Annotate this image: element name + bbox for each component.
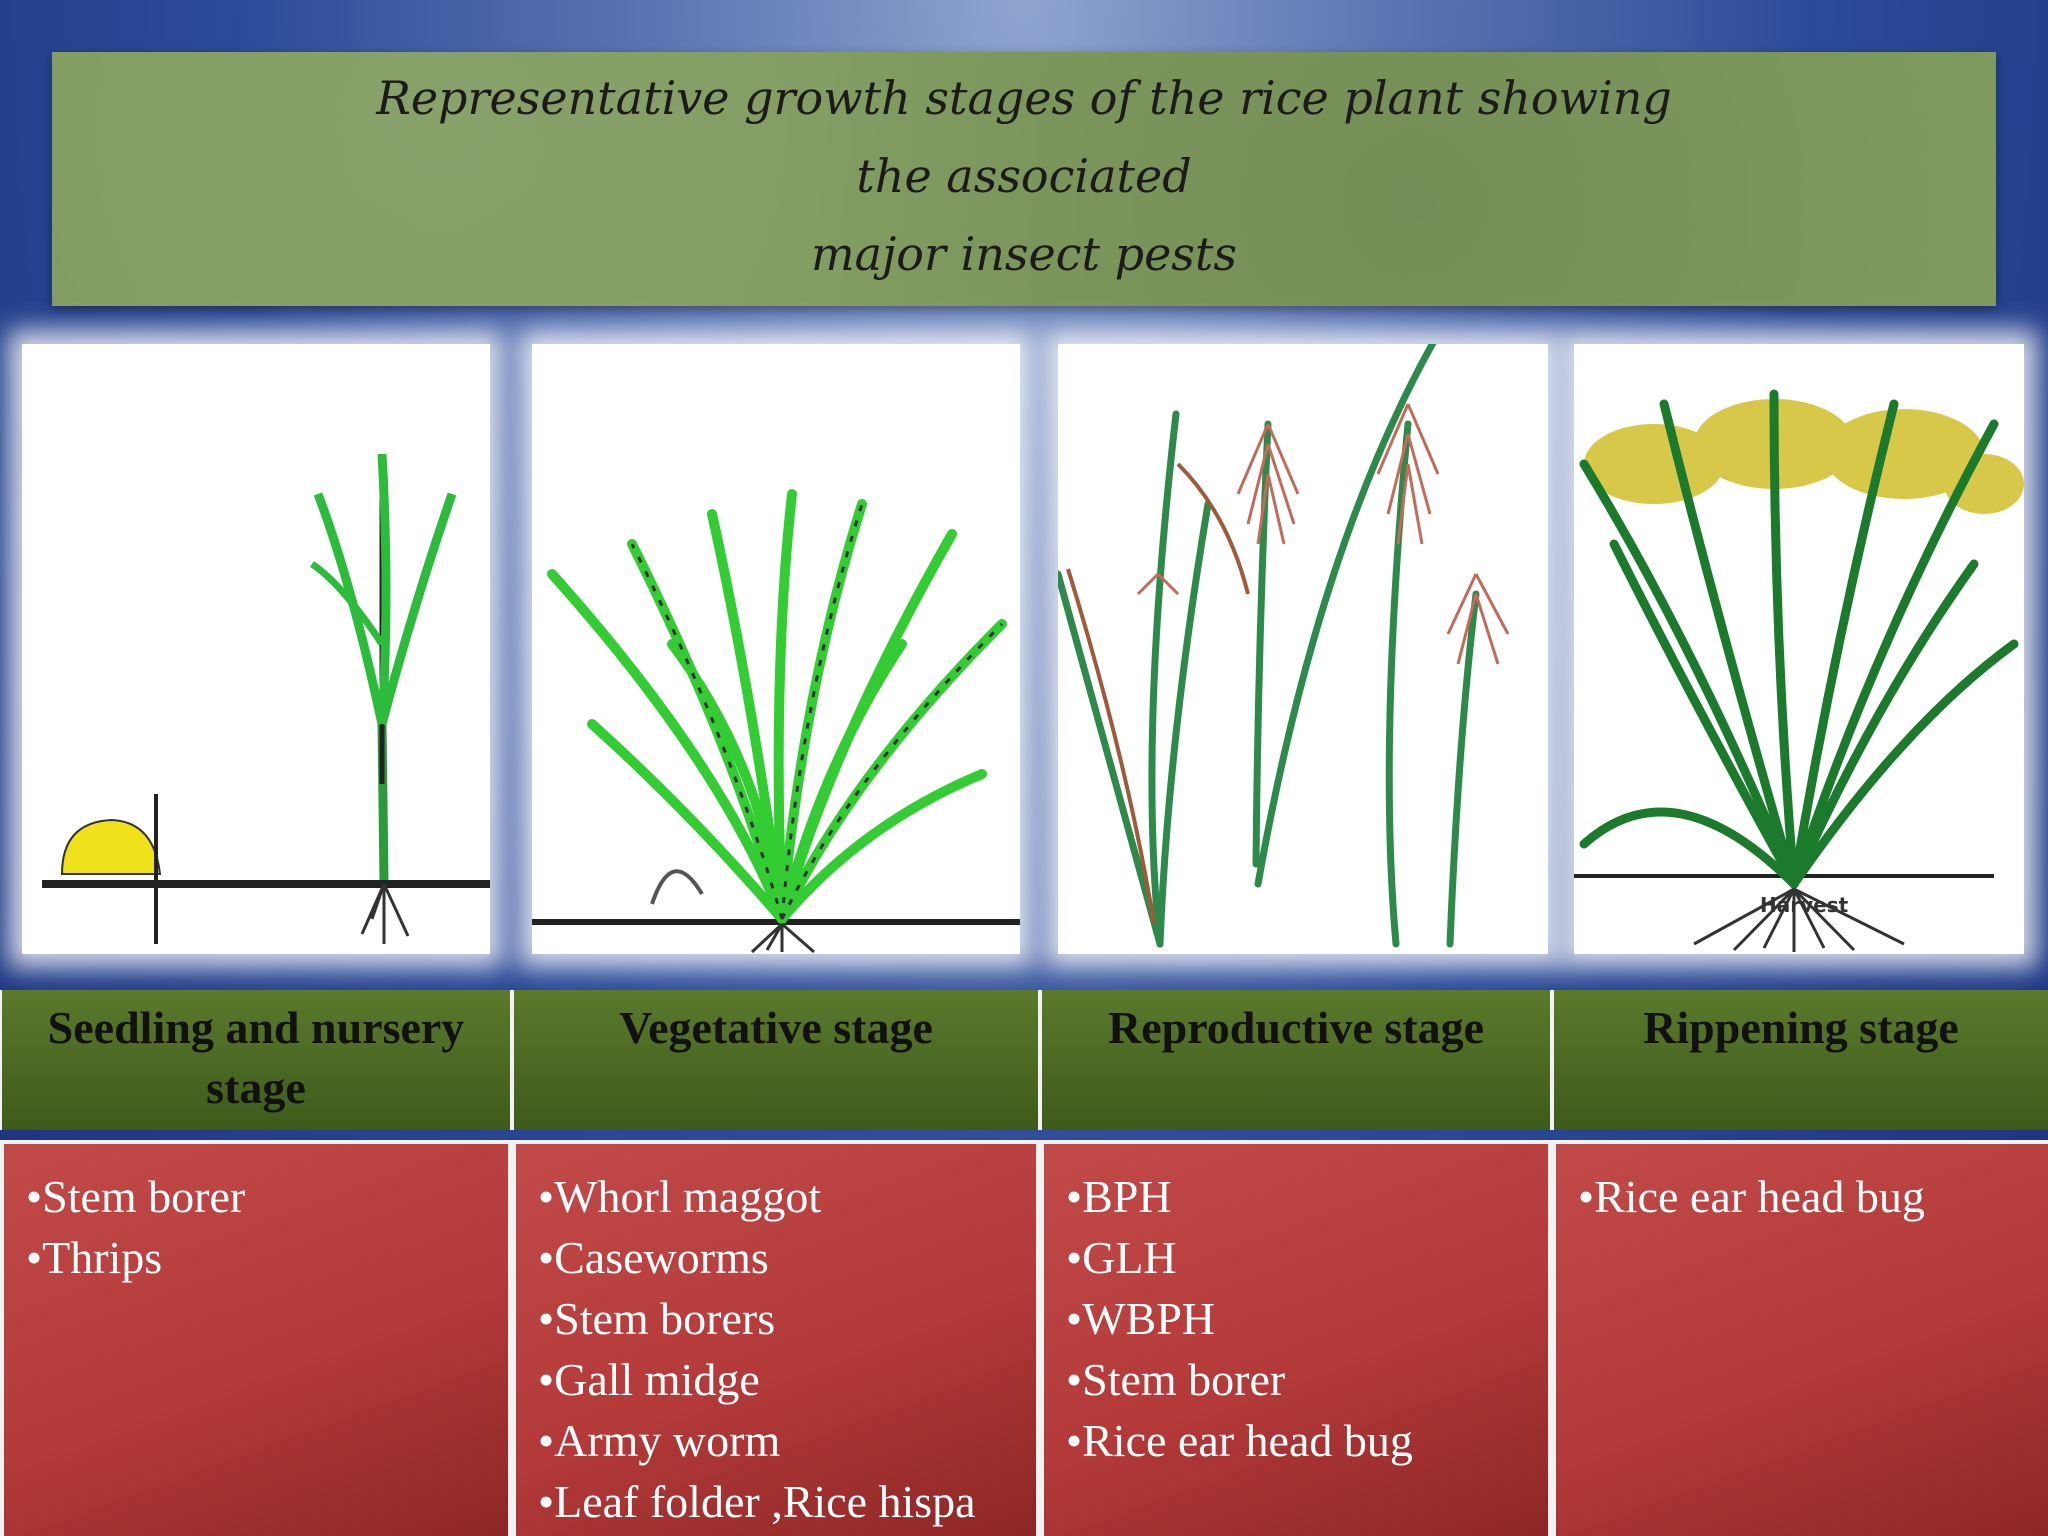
stage-header-vegetative: Vegetative stage [514, 990, 1038, 1130]
pest-item: GLH [1066, 1227, 1548, 1288]
harvest-label: Harvest [1760, 893, 1849, 917]
slide-title-line-1: Representative growth stages of the rice… [376, 71, 1672, 203]
pest-item: Stem borer [26, 1166, 508, 1227]
seedling-plant-drawing [42, 453, 490, 944]
pest-item: Thrips [26, 1227, 508, 1288]
pest-item: WBPH [1066, 1288, 1548, 1349]
stage-header-ripening: Rippening stage [1554, 990, 2048, 1130]
ripening-illustration: Harvest [1574, 344, 2024, 954]
pest-list-ripening: Rice ear head bug [1556, 1144, 2048, 1536]
stage-header-reproductive: Reproductive stage [1042, 990, 1550, 1130]
pest-list-seedling: Stem borer Thrips [4, 1144, 508, 1536]
title-banner: Representative growth stages of the rice… [52, 52, 1996, 306]
pest-list-vegetative: Whorl maggot Caseworms Stem borers Gall … [516, 1144, 1036, 1536]
vegetative-plant-drawing [532, 489, 1020, 954]
pest-item: Gall midge [538, 1349, 1036, 1410]
slide-title: Representative growth stages of the rice… [344, 59, 1704, 293]
reproductive-plant-drawing [1058, 344, 1510, 948]
ripening-plant-drawing: Harvest [1574, 389, 2024, 952]
pest-item: Rice ear head bug [1066, 1410, 1548, 1471]
pest-list-reproductive: BPH GLH WBPH Stem borer Rice ear head bu… [1044, 1144, 1548, 1536]
stage-header-row: Seedling and nursery stage Vegetative st… [0, 990, 2048, 1130]
pest-item: BPH [1066, 1166, 1548, 1227]
seedling-illustration [22, 344, 490, 954]
pest-item: Leaf folder ,Rice hispa [538, 1471, 1036, 1532]
pest-item: Rice ear head bug [1578, 1166, 2048, 1227]
pest-item: Army worm [538, 1410, 1036, 1471]
slide-title-line-2: major insect pests [810, 227, 1238, 281]
vegetative-illustration [532, 344, 1020, 954]
pest-item: Whorl maggot [538, 1166, 1036, 1227]
pest-item: Stem borers [538, 1288, 1036, 1349]
pest-item: Caseworms [538, 1227, 1036, 1288]
pest-item: Stem borer [1066, 1349, 1548, 1410]
stage-header-seedling: Seedling and nursery stage [2, 990, 510, 1130]
reproductive-illustration [1058, 344, 1548, 954]
pest-list-row: Stem borer Thrips Whorl maggot Caseworms… [0, 1140, 2048, 1536]
